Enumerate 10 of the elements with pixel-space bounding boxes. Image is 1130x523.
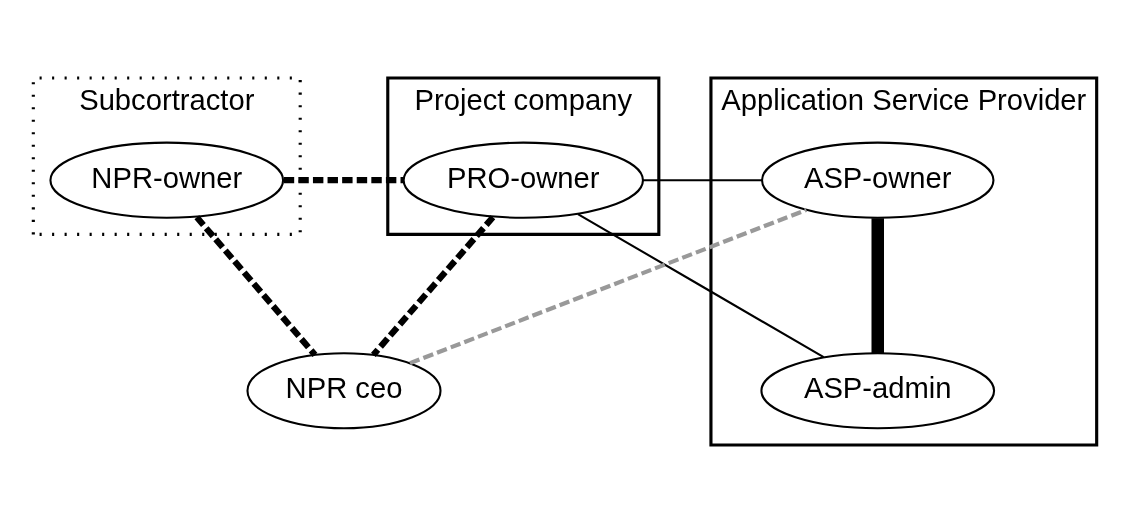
connector [371,215,496,357]
connector [643,179,763,182]
connector [409,207,808,366]
node-ellipse: NPR ceo [246,352,442,430]
node-ellipse: ASP-admin [760,352,996,430]
connector [871,218,884,354]
connector [283,177,404,184]
node-ellipse: PRO-owner [402,141,644,219]
node-ellipse: NPR-owner [49,141,285,219]
node-ellipse: ASP-owner [761,141,995,219]
